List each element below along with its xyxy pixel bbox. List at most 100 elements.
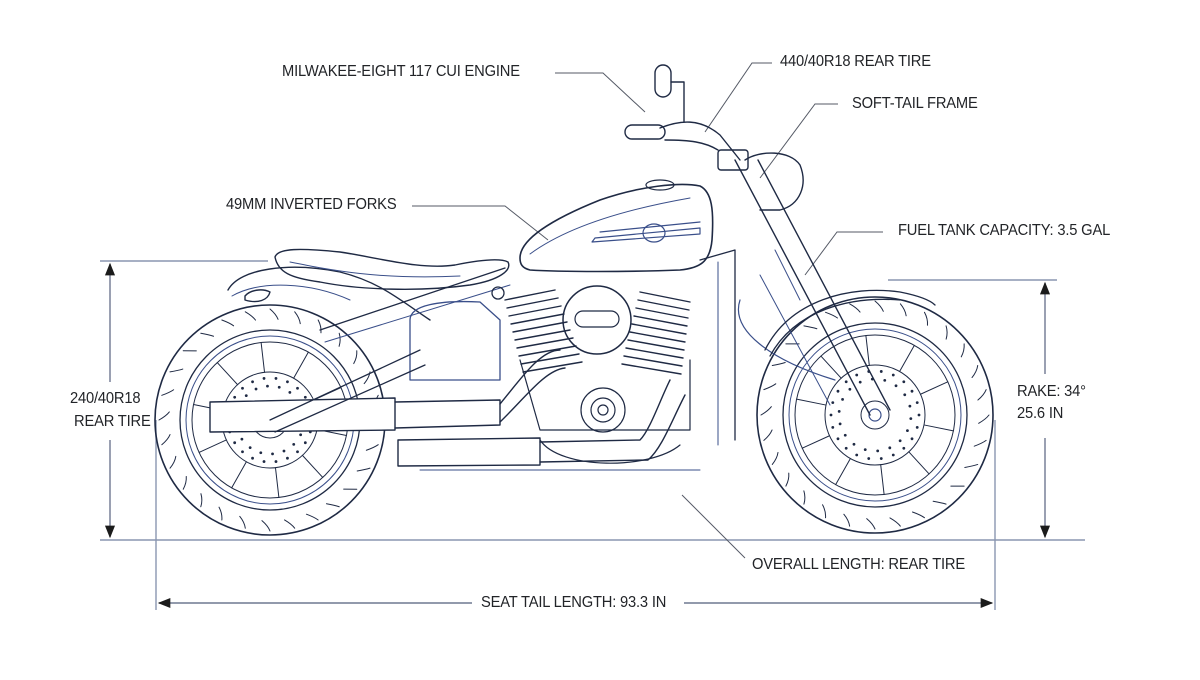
disc-hole	[848, 388, 851, 391]
disc-hole	[233, 396, 236, 399]
tire-tread	[295, 312, 301, 324]
wheel-spoke	[217, 363, 237, 385]
disc-hole	[855, 454, 858, 457]
disc-hole	[286, 457, 289, 460]
cylinder-fin	[509, 306, 561, 316]
disc-hole	[880, 370, 883, 373]
cylinder-fin	[630, 332, 685, 342]
wheel-spoke	[294, 352, 309, 378]
headlight	[718, 150, 803, 210]
disc-hole	[916, 401, 919, 404]
disc-hole	[911, 437, 914, 440]
cylinder-fin	[513, 322, 567, 332]
disc-hole	[841, 398, 844, 401]
disc-hole	[263, 377, 266, 380]
tire-tread	[933, 501, 946, 504]
tire-tread	[222, 320, 234, 326]
engine	[505, 286, 690, 463]
dimension-left-height-line1: 240/40R18	[70, 390, 140, 408]
disc-hole	[830, 414, 833, 417]
disc-hole	[241, 387, 244, 390]
disc-hole	[906, 429, 909, 432]
disc-hole	[241, 438, 244, 441]
tire-tread	[978, 390, 986, 400]
disc-hole	[895, 384, 898, 387]
tire-tread	[201, 333, 214, 336]
leader-overall-length	[682, 495, 745, 558]
tire-tread	[764, 430, 772, 440]
disc-hole	[855, 374, 858, 377]
wheel-spoke	[797, 399, 826, 405]
disc-hole	[266, 385, 269, 388]
wheel-spoke	[232, 462, 247, 488]
wheel-spoke	[275, 468, 278, 498]
tire-tread	[912, 512, 924, 518]
tire-tread	[875, 301, 883, 311]
tire-tread	[240, 516, 246, 528]
wheel-spoke	[802, 436, 829, 448]
disc-hole	[278, 386, 281, 389]
disc-hole	[299, 433, 302, 436]
tire-tread	[159, 412, 169, 420]
tire-tread	[961, 344, 964, 357]
disc-hole	[259, 451, 262, 454]
disc-hole	[296, 450, 299, 453]
disc-hole	[864, 448, 867, 451]
cylinder-fin	[628, 340, 684, 350]
disc-hole	[888, 446, 891, 449]
disc-hole	[916, 426, 919, 429]
disc-hole	[892, 454, 895, 457]
motorcycle-illustration	[155, 65, 993, 535]
leader-frame	[760, 104, 838, 178]
handlebar	[625, 65, 740, 160]
dimension-right-height-line1: RAKE: 34°	[1017, 383, 1086, 401]
tire-tread	[318, 320, 321, 333]
tire-tread	[339, 333, 340, 346]
tire-tread	[366, 445, 378, 451]
disc-hole	[839, 422, 842, 425]
cylinder-fin	[515, 330, 570, 340]
disc-hole	[880, 457, 883, 460]
callout-overall-length: OVERALL LENGTH: REAR TIRE	[752, 556, 965, 574]
disc-hole	[908, 405, 911, 408]
disc-hole	[909, 417, 912, 420]
wheel-spoke	[881, 465, 884, 495]
tire-tread	[183, 476, 186, 489]
tire-tread	[979, 415, 989, 423]
tire-tread	[804, 326, 817, 329]
cylinder-fin	[626, 348, 683, 358]
disc-hole	[292, 443, 295, 446]
cylinder-fin	[624, 356, 682, 366]
disc-hole	[876, 450, 879, 453]
tire-tread	[262, 521, 270, 531]
tire-tread	[890, 518, 900, 526]
disc-hole	[883, 379, 886, 382]
cylinder-fin	[632, 324, 686, 334]
disc-hole	[903, 393, 906, 396]
tire-tread	[924, 312, 927, 325]
disc-hole	[899, 439, 902, 442]
disc-hole	[251, 380, 254, 383]
disc-hole	[296, 387, 299, 390]
wheel-spoke	[836, 459, 851, 485]
cylinder-fin	[507, 298, 558, 308]
tire-tread	[974, 440, 986, 446]
tire-tread	[170, 456, 176, 468]
disc-hole	[288, 391, 291, 394]
dimension-bottom-length: SEAT TAIL LENGTH: 93.3 IN	[481, 594, 666, 612]
disc-hole	[831, 401, 834, 404]
tire-tread	[850, 304, 860, 312]
wheel-spoke	[924, 425, 953, 431]
tire-tread	[965, 464, 978, 467]
cylinder-fin	[622, 364, 681, 374]
callout-forks: 49MM INVERTED FORKS	[226, 196, 396, 214]
wheel-spoke	[909, 452, 929, 474]
disc-hole	[902, 380, 905, 383]
callout-engine: MILWAKEE-EIGHT 117 CUI ENGINE	[282, 63, 520, 81]
disc-hole	[837, 437, 840, 440]
callout-frame: SOFT-TAIL FRAME	[852, 95, 978, 113]
tire-tread	[826, 312, 838, 318]
tank-emblem	[592, 222, 700, 242]
wheel-spoke	[866, 336, 869, 366]
fuel-tank	[520, 180, 713, 272]
